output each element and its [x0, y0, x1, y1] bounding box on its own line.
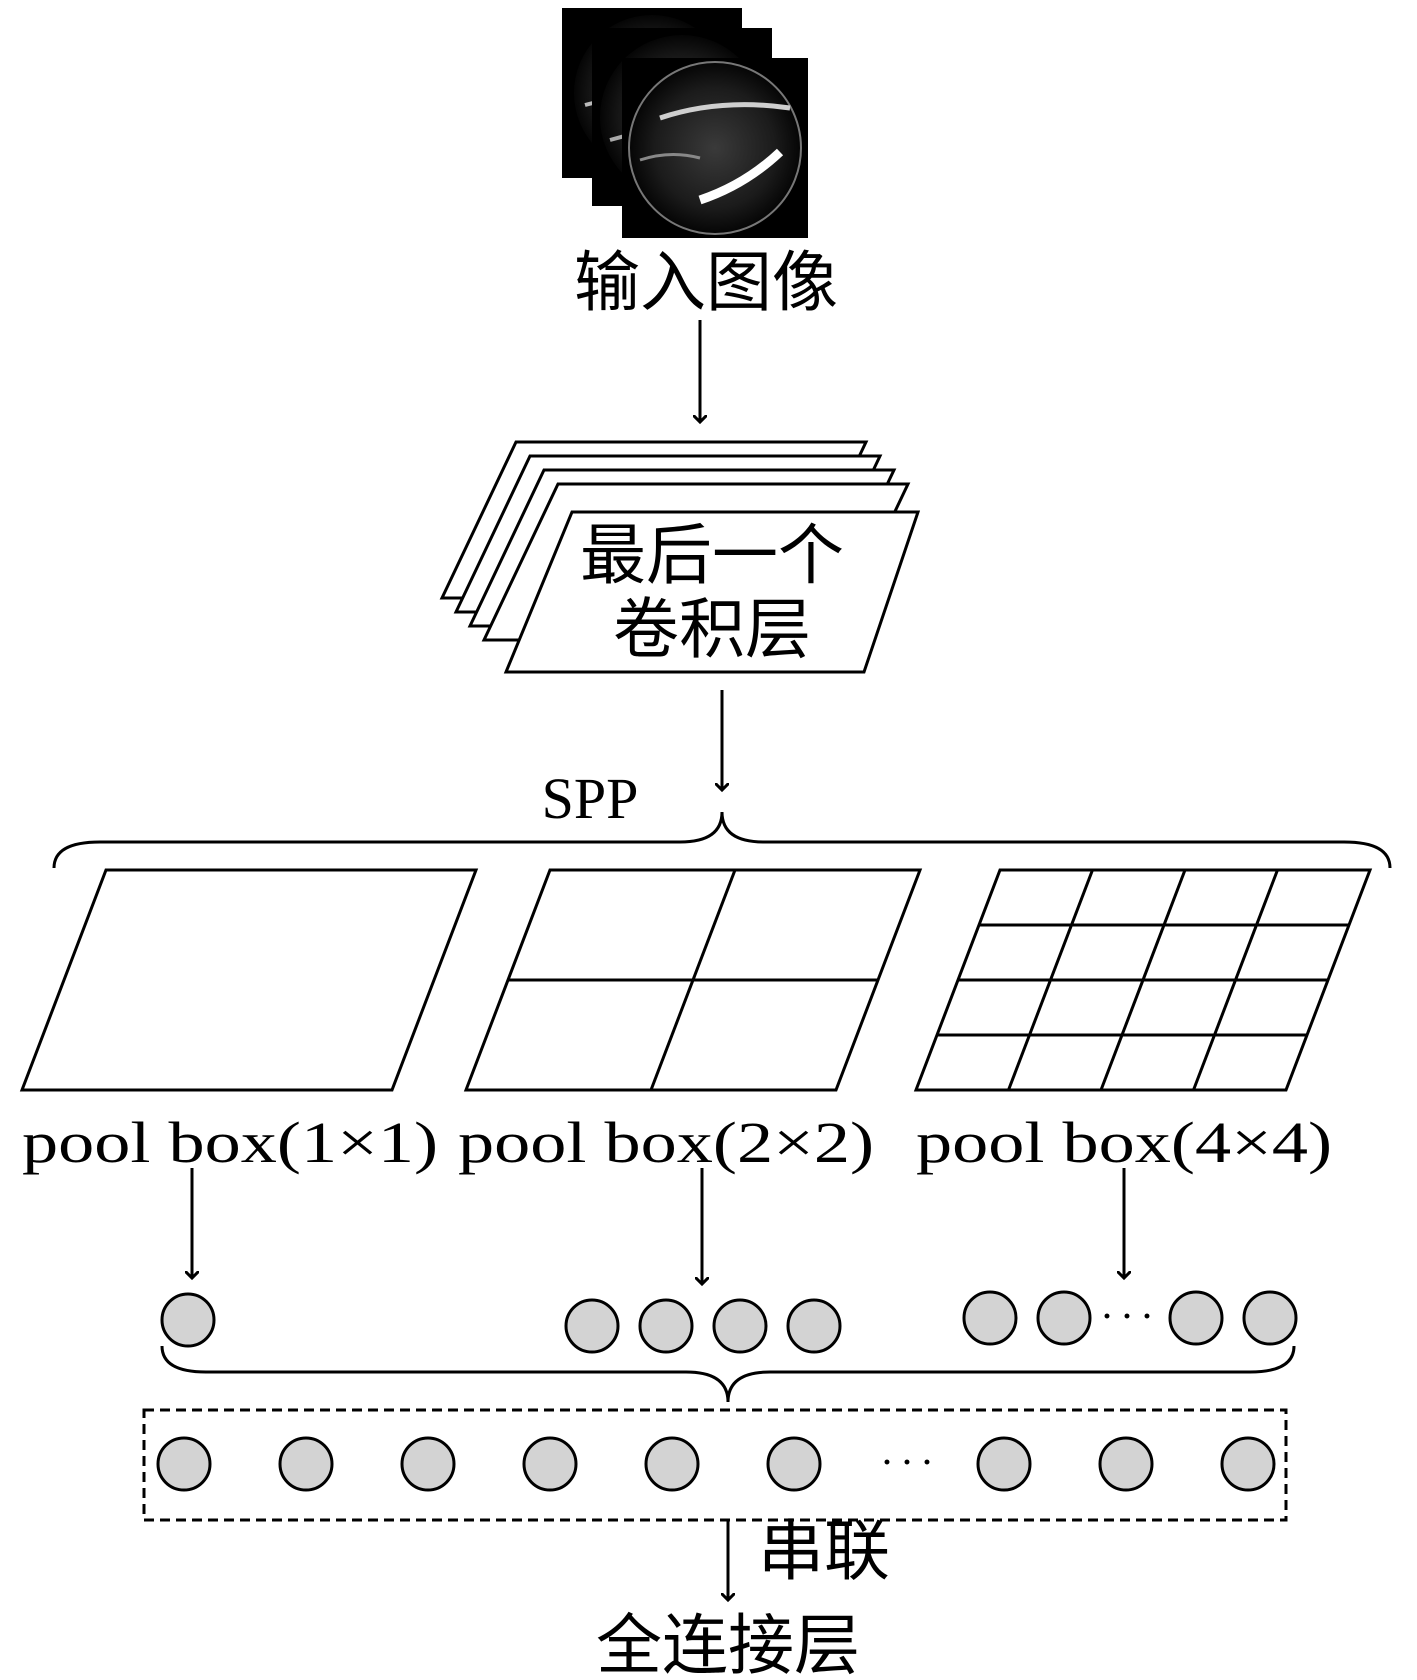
pool3-ellipsis: ··· [1100, 1294, 1160, 1340]
conv-label-line2: 卷积层 [613, 591, 811, 668]
concat-node [976, 1436, 1032, 1492]
pool1-output-nodes [160, 1292, 216, 1348]
spp-label: SPP [542, 766, 639, 831]
pool3-node [1036, 1290, 1092, 1346]
pool-label-4x4: pool box(4×4) [916, 1110, 1332, 1175]
concat-node [522, 1436, 578, 1492]
pool-label-2x2: pool box(2×2) [458, 1110, 874, 1175]
pool2-node [564, 1298, 620, 1354]
pool-box-1x1 [19, 868, 479, 1092]
concat-node [278, 1436, 334, 1492]
input-image-label: 输入图像 [574, 244, 838, 321]
concat-node [766, 1436, 822, 1492]
concat-node [400, 1436, 456, 1492]
concat-vector-frame [142, 1408, 1288, 1522]
concat-node [644, 1436, 700, 1492]
conv-layer-stack [439, 440, 921, 674]
spp-brace [52, 811, 1392, 869]
pool2-output-nodes [564, 1298, 842, 1354]
conv-label-line1: 最后一个 [580, 517, 844, 594]
pool2-node [786, 1298, 842, 1354]
pool1-node [160, 1292, 216, 1348]
pool3-node [962, 1290, 1018, 1346]
pool-box-4x4 [913, 868, 1373, 1092]
concat-vector-nodes [156, 1436, 1276, 1492]
input-image-stack [562, 8, 808, 238]
concat-node [156, 1436, 212, 1492]
concat-label: 串联 [758, 1513, 890, 1590]
fc-layer-label: 全连接层 [596, 1607, 860, 1680]
pool3-node [1168, 1290, 1224, 1346]
input-frame-front [622, 58, 808, 238]
concat-node [1220, 1436, 1276, 1492]
pool2-node [712, 1298, 768, 1354]
pool-label-1x1: pool box(1×1) [22, 1110, 438, 1175]
pool2-node [638, 1298, 694, 1354]
concat-node [1098, 1436, 1154, 1492]
concat-ellipsis: ··· [880, 1440, 940, 1486]
concat-brace [160, 1345, 1296, 1403]
pool-box-2x2 [463, 868, 923, 1092]
pool3-output-nodes [962, 1290, 1298, 1346]
conv-sheet-front [503, 510, 921, 674]
pool3-node [1242, 1290, 1298, 1346]
